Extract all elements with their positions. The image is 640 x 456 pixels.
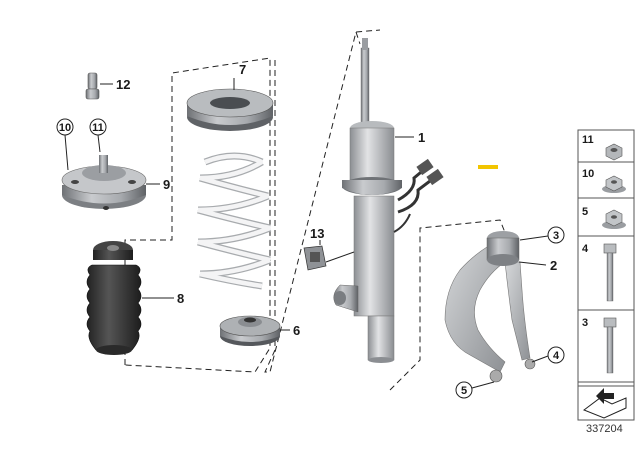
- shock-absorber-part: [333, 38, 402, 363]
- legend-item-4-label: 4: [582, 243, 589, 255]
- callout-12: 12: [116, 77, 130, 92]
- dust-boot-part: [86, 241, 142, 355]
- legend-item-11-label: 11: [582, 134, 594, 146]
- hex-bolt-short-icon: [603, 317, 617, 374]
- legend-item-5-label: 5: [582, 206, 588, 218]
- legend-item-10-label: 10: [582, 168, 594, 180]
- callout-5-circle: 5: [455, 381, 473, 399]
- hex-flange-nut-icon: [602, 175, 626, 193]
- callout-6: 6: [293, 323, 300, 338]
- sensor-cable-part: [393, 158, 444, 233]
- lower-spring-pad-part: [219, 315, 281, 346]
- svg-text:4: 4: [553, 350, 560, 362]
- callout-9: 9: [163, 177, 170, 192]
- flange-nut-icon-5: [602, 209, 626, 229]
- legend-item-3-label: 3: [582, 317, 588, 329]
- clip-part: [303, 245, 327, 271]
- callout-10-circle: 10: [56, 118, 74, 136]
- upper-spring-seat-part: [186, 88, 274, 131]
- assembly-arrow-icon: [582, 388, 627, 419]
- hex-bolt-long-icon: [603, 243, 617, 302]
- stud-bolt-part: [85, 72, 100, 100]
- highlight-marker: [478, 165, 498, 169]
- svg-text:5: 5: [461, 385, 467, 397]
- callout-7: 7: [239, 62, 246, 77]
- svg-text:11: 11: [92, 122, 104, 134]
- callout-13: 13: [310, 226, 324, 241]
- callout-1: 1: [418, 130, 425, 145]
- hardware-legend: 11 10 5 4 3: [577, 129, 635, 421]
- assembly-outline-arm: [389, 219, 511, 391]
- document-number: 337204: [586, 423, 623, 435]
- control-arm-part: [444, 231, 536, 383]
- top-mount-part: [61, 155, 147, 210]
- callout-11-circle: 11: [89, 118, 107, 136]
- svg-text:3: 3: [553, 230, 559, 242]
- svg-text:10: 10: [59, 122, 71, 134]
- callout-8: 8: [177, 291, 184, 306]
- callout-3-circle: 3: [547, 226, 565, 244]
- assembly-outline-strut: [264, 29, 381, 373]
- flange-nut-icon: [605, 143, 623, 161]
- callout-2: 2: [550, 258, 557, 273]
- assembly-outline-spring: [124, 57, 271, 373]
- callout-4-circle: 4: [547, 346, 565, 364]
